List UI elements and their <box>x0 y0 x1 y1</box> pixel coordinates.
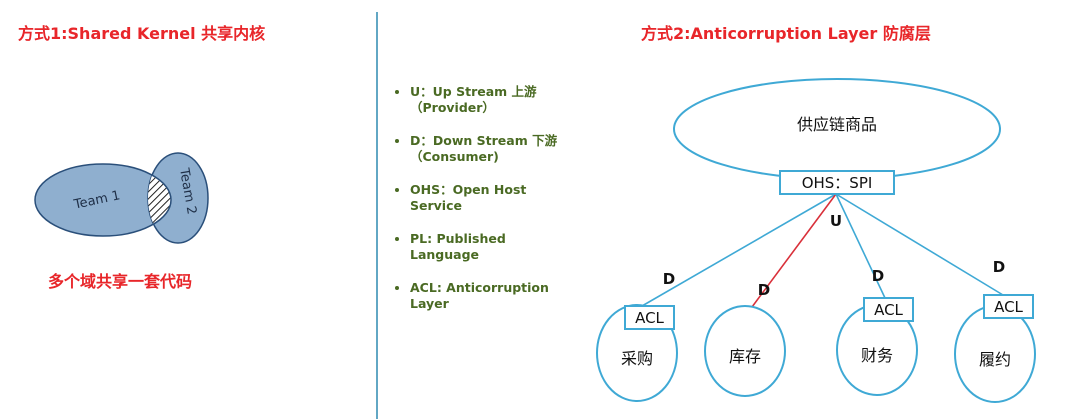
shared-kernel-title: 方式1:Shared Kernel 共享内核 <box>18 24 266 43</box>
downstream-context-label: 采购 <box>621 349 653 368</box>
acl-box-4 <box>983 294 1034 319</box>
legend-item-line1: D：Down Stream 下游 <box>410 133 558 148</box>
acl-box-label: ACL <box>635 309 664 327</box>
downstream-context-2 <box>704 305 786 397</box>
downstream-context-3 <box>836 304 918 396</box>
relation-line-1 <box>641 193 837 307</box>
acl-box-label: ACL <box>994 298 1023 316</box>
shared-kernel-caption: 多个域共享一套代码 <box>48 272 193 291</box>
legend-item-upstream: U：Up Stream 上游 （Provider） <box>392 84 582 116</box>
downstream-marker: D <box>663 270 675 288</box>
acl-box-label: ACL <box>874 301 903 319</box>
downstream-context-label: 履约 <box>979 350 1011 369</box>
legend-list: U：Up Stream 上游 （Provider） D：Down Stream … <box>392 84 582 329</box>
legend-item-line2: Layer <box>410 296 449 311</box>
downstream-marker: D <box>872 267 884 285</box>
legend-item-line2: Language <box>410 247 480 262</box>
legend-item-pl: PL: Published Language <box>392 231 582 263</box>
relation-line-4 <box>835 193 1004 296</box>
legend-item-line2: （Consumer) <box>410 149 499 164</box>
upstream-context-label: 供应链商品 <box>797 115 877 134</box>
legend-item-line1: ACL: Anticorruption <box>410 280 549 295</box>
legend-item-ohs: OHS：Open Host Service <box>392 182 582 214</box>
acl-box-1 <box>624 305 675 330</box>
downstream-context-label: 库存 <box>729 347 761 366</box>
ohs-box-label: OHS：SPI <box>802 174 873 192</box>
downstream-context-1 <box>596 304 678 402</box>
downstream-context-4 <box>954 305 1036 403</box>
acl-box-3 <box>863 297 914 322</box>
legend-item-line1: U：Up Stream 上游 <box>410 84 537 99</box>
upstream-marker: U <box>830 212 842 230</box>
shared-kernel-diagram: Team 1 Team 2 <box>34 152 209 244</box>
legend-item-acl: ACL: Anticorruption Layer <box>392 280 582 312</box>
relation-line-2 <box>751 193 837 308</box>
downstream-context-label: 财务 <box>861 346 893 365</box>
relation-line-3 <box>835 193 886 299</box>
legend-item-line1: PL: Published <box>410 231 506 246</box>
ohs-box <box>779 170 895 195</box>
legend-item-line2: （Provider） <box>410 100 495 115</box>
upstream-context-ellipse <box>673 78 1001 180</box>
legend-item-line1: OHS：Open Host <box>410 182 527 197</box>
legend-item-line2: Service <box>410 198 462 213</box>
anticorruption-title: 方式2:Anticorruption Layer 防腐层 <box>641 24 931 43</box>
downstream-marker: D <box>993 258 1005 276</box>
panel-divider <box>376 12 378 419</box>
legend-item-downstream: D：Down Stream 下游 （Consumer) <box>392 133 582 165</box>
downstream-marker: D <box>758 281 770 299</box>
